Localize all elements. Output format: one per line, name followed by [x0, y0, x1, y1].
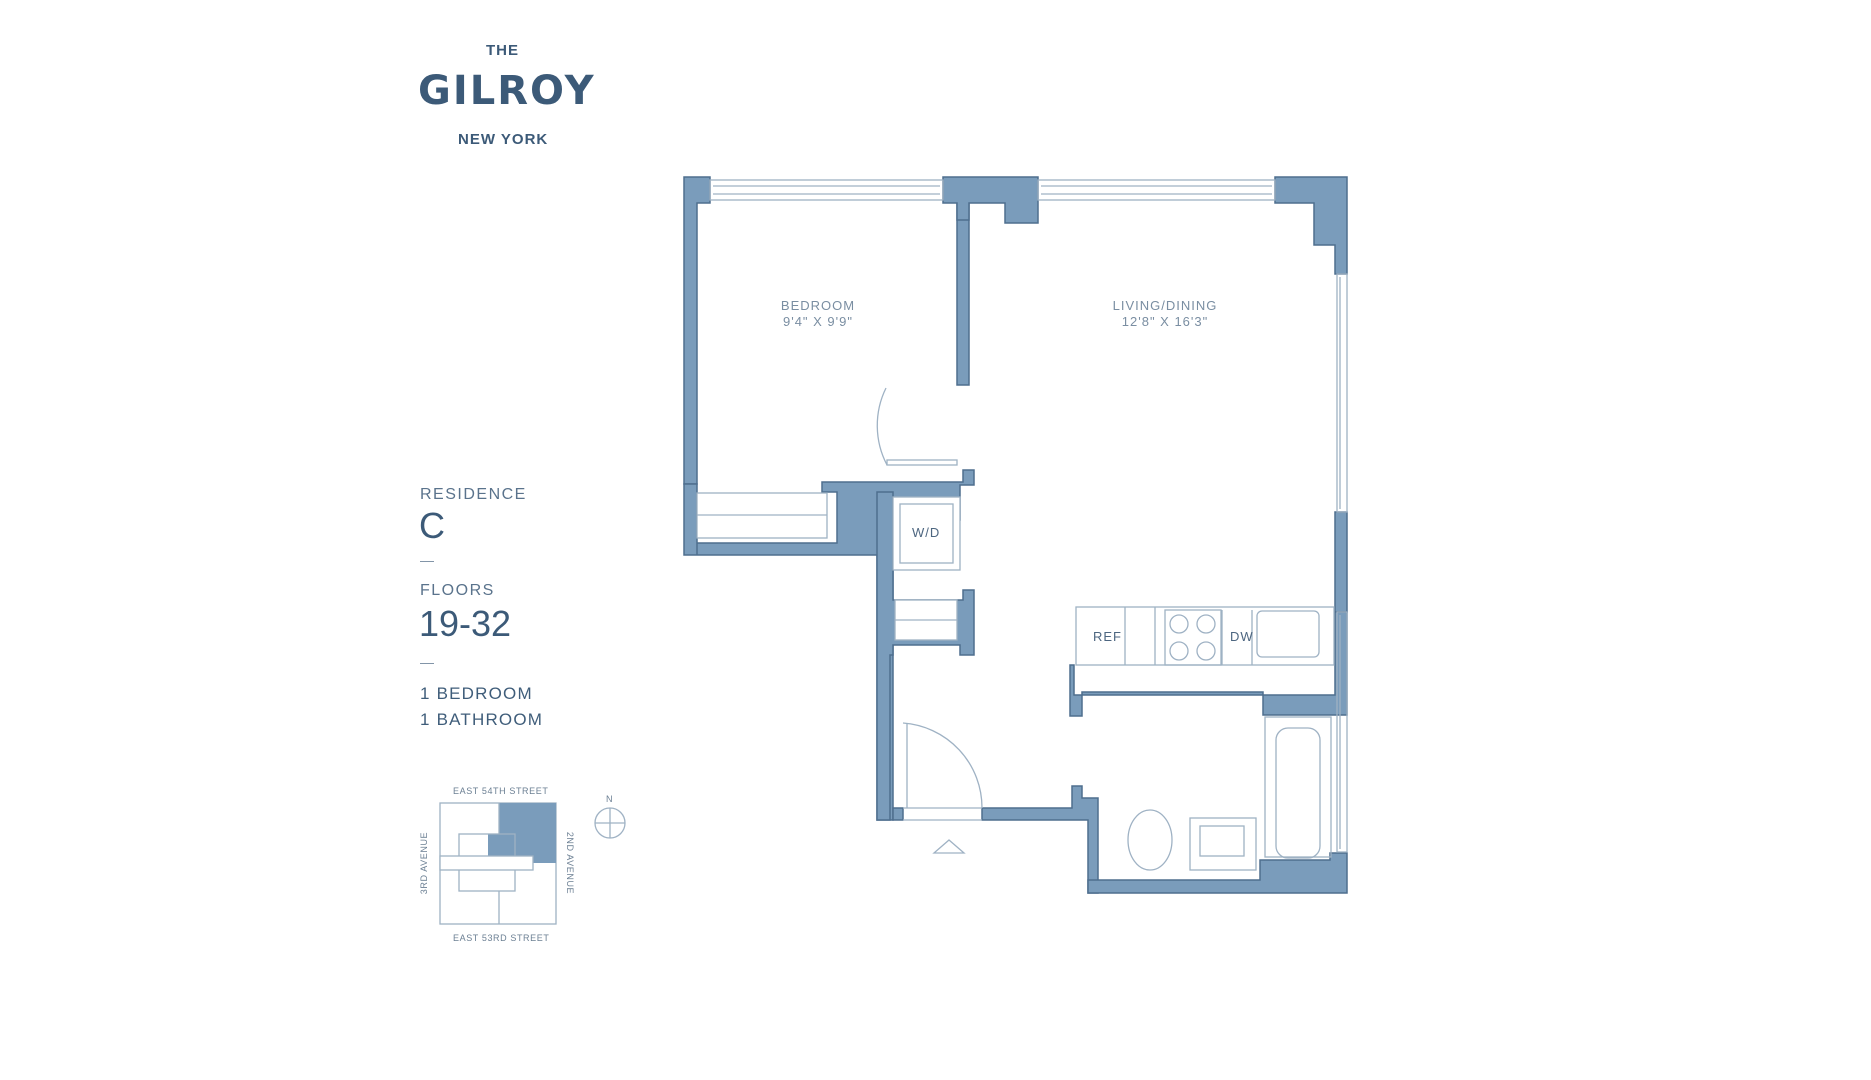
bathroom-count: 1 BATHROOM [420, 710, 544, 729]
bedroom-count: 1 BEDROOM [420, 684, 533, 703]
room-name: BEDROOM [780, 298, 856, 313]
street-south: EAST 53RD STREET [453, 933, 550, 943]
residence-value: C [419, 505, 445, 546]
separator: — [420, 654, 434, 670]
dishwasher-label: DW [1230, 629, 1254, 644]
logo-name: GILROY [418, 68, 596, 114]
room-dims: 12'8" X 16'3" [1121, 314, 1209, 329]
separator: — [420, 552, 434, 568]
compass-north-label: N [606, 794, 614, 804]
room-dims: 9'4" X 9'9" [782, 314, 853, 329]
washer-dryer-label: W/D [912, 525, 941, 540]
floors-value: 19-32 [419, 603, 512, 644]
room-name: LIVING/DINING [1112, 298, 1218, 313]
refrigerator-label: REF [1093, 629, 1122, 644]
residence-label: RESIDENCE [420, 486, 527, 503]
room-living-dining: LIVING/DINING 12'8" X 16'3" [1100, 298, 1230, 330]
logo-city: NEW YORK [458, 131, 549, 148]
key-plan: EAST 54TH STREET EAST 53RD STREET 3RD AV… [410, 780, 640, 950]
logo-prefix: THE [486, 42, 519, 59]
floors-label: FLOORS [420, 582, 495, 599]
street-north: EAST 54TH STREET [453, 786, 549, 796]
room-bedroom: BEDROOM 9'4" X 9'9" [763, 298, 873, 330]
key-plan-map [439, 802, 626, 925]
